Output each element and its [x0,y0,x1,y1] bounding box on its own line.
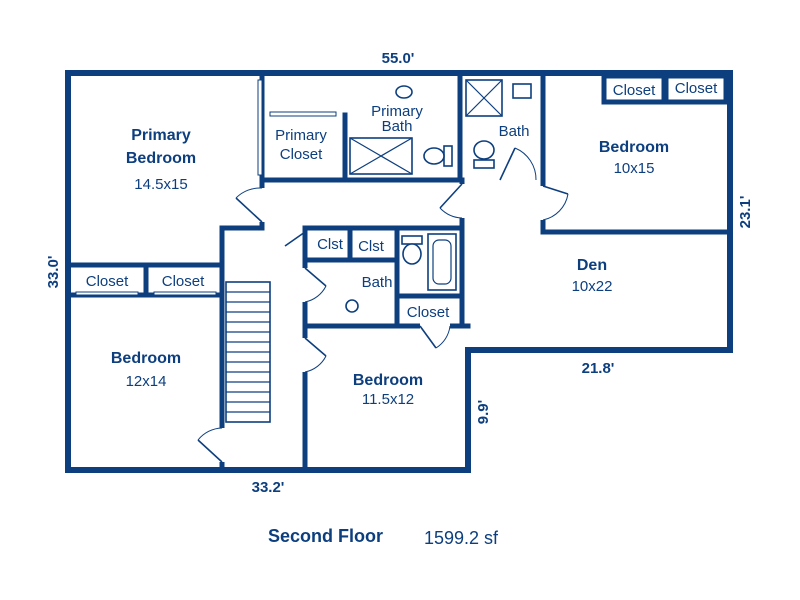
hall-sink-icon [345,299,359,313]
dim-den-bottom: 21.8' [582,360,615,377]
dim-top: 55.0' [382,50,415,67]
closet-ne-1-name: Closet [613,82,656,99]
bedroom-w-name: Bedroom [111,350,181,367]
bedroom-w-size: 12x14 [126,373,167,390]
dim-bottom: 33.2' [252,479,285,496]
closet-hall-name: Closet [407,304,450,321]
bath-upper-name: Bath [499,123,530,140]
closet-w-2-name: Closet [162,273,205,290]
fixtures [345,79,532,313]
floor-area: 1599.2 sf [424,528,499,548]
hall-toilet-icon [402,243,422,265]
primary-closet-name-2: Closet [280,146,323,163]
dim-step: 9.9' [475,400,492,424]
bedroom-ne-name: Bedroom [599,139,669,156]
exterior-walls [65,70,733,473]
closet-w-1-name: Closet [86,273,129,290]
primary-bath-name-2: Bath [382,118,413,135]
closet-ne-2-name: Closet [675,80,718,97]
clst-2-name: Clst [358,238,385,255]
primary-bedroom-name-2: Bedroom [126,150,196,167]
dim-right-upper: 23.1' [737,196,754,229]
den-size: 10x22 [572,278,613,295]
ne-closet-boxes [601,73,729,105]
doors [75,79,723,463]
primary-bath-name-1: Primary [371,103,423,120]
primary-toilet-icon [423,147,445,165]
primary-closet-name-1: Primary [275,127,327,144]
primary-bedroom-size: 14.5x15 [134,176,187,193]
clst-1-name: Clst [317,236,344,253]
den-name: Den [577,257,607,274]
primary-bedroom-name-1: Primary [131,127,191,144]
dim-left: 33.0' [45,256,62,289]
bath-toilet-icon [473,140,495,160]
bedroom-s-size: 11.5x12 [362,391,414,408]
floor-name: Second Floor [268,526,384,546]
hall-tub-icon [427,233,457,291]
bath-sink-icon [512,83,532,99]
bath-hall-name: Bath [362,274,393,291]
bedroom-s-name: Bedroom [353,372,423,389]
bedroom-ne-size: 10x15 [614,160,655,177]
primary-sink-icon [395,85,413,99]
stairs [225,281,271,423]
